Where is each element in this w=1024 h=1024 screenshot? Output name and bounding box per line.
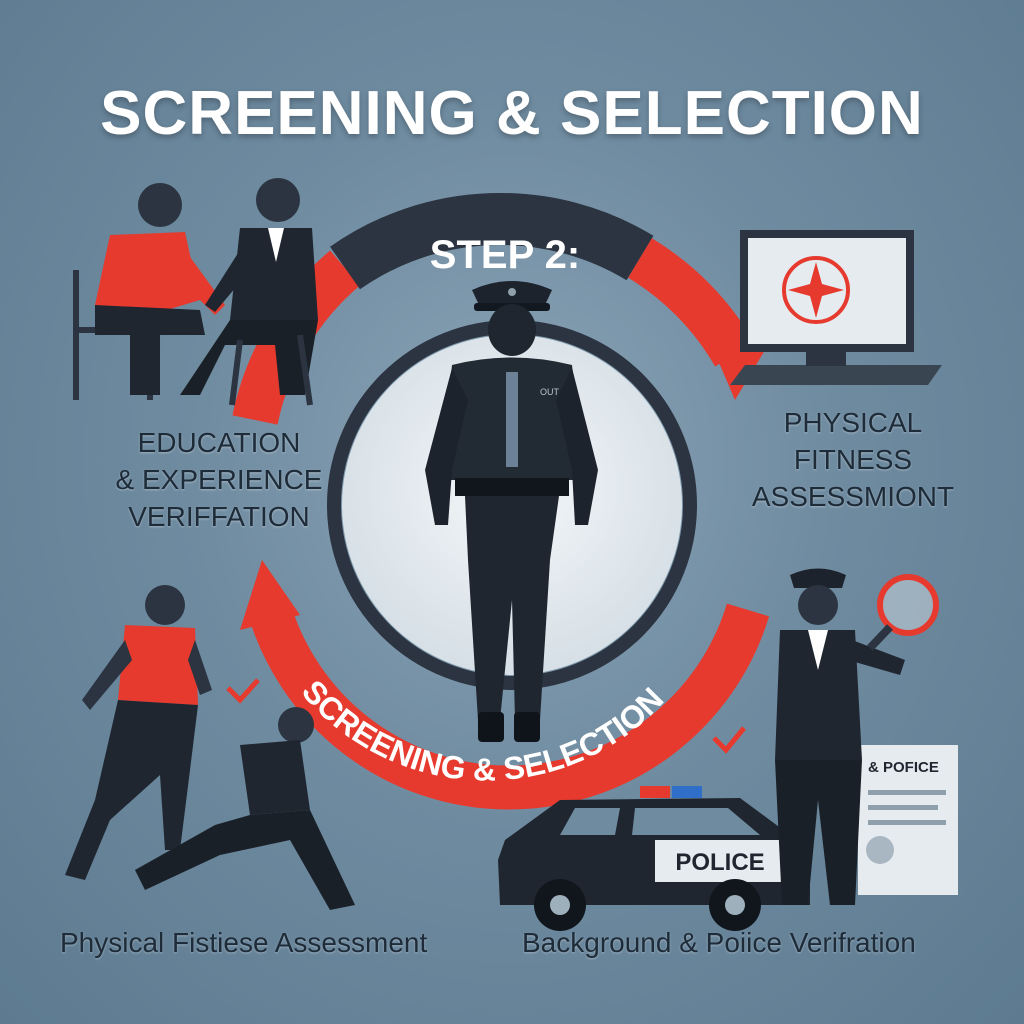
runner-arm [82, 640, 132, 710]
interviewer-head [256, 178, 300, 222]
target-crosshair-icon [788, 262, 844, 318]
target-icon [782, 256, 850, 324]
bottom-arc-arrowhead [240, 560, 300, 630]
athlete-torso [240, 740, 310, 815]
car-police-text: POLICE [675, 849, 764, 876]
keyboard [730, 365, 942, 385]
chair-right [229, 334, 313, 406]
investigator-cap [790, 568, 846, 588]
background-verification-label: Background & Poiice Verifration [522, 927, 916, 958]
runner-legs [65, 700, 198, 880]
interviewer-suit [230, 228, 318, 320]
check-icon [226, 678, 260, 704]
siren-red [640, 786, 670, 798]
car-door-panel [655, 840, 785, 882]
interviewer-shirt [268, 228, 284, 262]
page-title: SCREENING & SELECTION [100, 79, 924, 148]
car-window [560, 808, 620, 835]
candidate-head [138, 183, 182, 227]
top-arc-dark [330, 192, 654, 290]
document-line [868, 790, 946, 795]
document-illustration: & POFICE [858, 745, 958, 895]
siren-blue [672, 786, 702, 798]
education-label-line: & EXPERIENCE [115, 464, 323, 495]
check-icon [712, 726, 746, 754]
car-hubcap-front [550, 895, 570, 915]
magnifying-glass-icon [877, 574, 939, 636]
fitness-label-line: PHYSICAL [783, 407, 923, 438]
interviewer-legs [180, 320, 318, 395]
officer-belt [455, 478, 569, 496]
monitor-stand [806, 352, 846, 366]
interview-illustration [73, 178, 318, 406]
officer-tie [506, 372, 518, 467]
officer-head [488, 304, 536, 356]
document-line [868, 820, 946, 825]
officer-cap-badge [508, 288, 516, 296]
car-window-rear [632, 808, 760, 835]
fitness-runners-illustration [65, 585, 355, 910]
fitness-label-line: ASSESSMIONT [751, 481, 955, 512]
fingerprint-icon [866, 836, 894, 864]
bottom-arc-red [246, 599, 770, 810]
education-verification-label: EDUCATION & EXPERIENCE VERIFFATION [104, 424, 334, 535]
education-label-line: EDUCATION [137, 427, 301, 458]
officer-badge-text: OUT [540, 387, 560, 397]
investigator-arm [848, 640, 905, 675]
investigator-head [798, 585, 838, 625]
investigator-legs [775, 760, 862, 905]
interviewer-arm [205, 250, 252, 312]
police-car-illustration: POLICE [498, 786, 810, 931]
education-label-line: VERIFFATION [128, 501, 310, 532]
document-line [868, 805, 938, 810]
document-header: & POFICE [868, 759, 939, 776]
candidate-legs [95, 305, 205, 395]
runner-head [145, 585, 185, 625]
athlete-head [278, 707, 314, 743]
officer-legs [465, 496, 559, 720]
magnifying-glass-handle [867, 624, 893, 651]
police-officer-figure: OUT [425, 281, 598, 742]
officer-left-arm [425, 368, 468, 525]
officer-right-arm [556, 368, 598, 525]
investigator-suit [775, 630, 862, 760]
monitor-illustration [730, 230, 942, 385]
fitness-assessment-label: PHYSICAL FITNESS ASSESSMIONT [738, 404, 968, 515]
fitness-label-line: FITNESS [793, 444, 913, 475]
athlete-legs [135, 810, 355, 910]
investigator-officer-figure [712, 568, 939, 905]
physical-assessment-label: Physical Fistiese Assessment [60, 927, 428, 958]
investigator-shirt [808, 630, 828, 670]
runner-arm-right [188, 640, 212, 695]
officer-left-boot [478, 712, 504, 742]
runner-shirt [118, 625, 198, 705]
car-hubcap-rear [725, 895, 745, 915]
step-label: STEP 2: [430, 233, 580, 277]
candidate-shirt [95, 232, 200, 315]
officer-right-boot [514, 712, 540, 742]
